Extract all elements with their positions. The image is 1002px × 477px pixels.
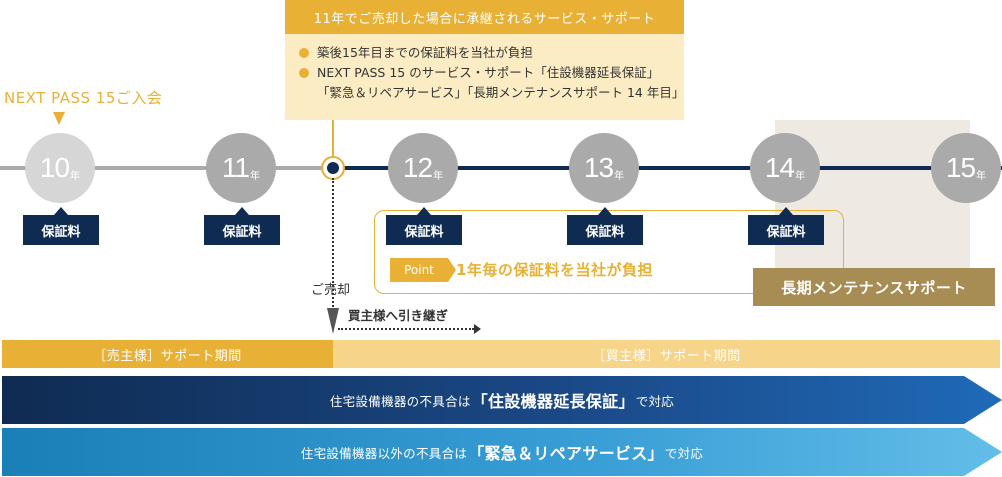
fee-badge-13: 保証料 [567, 207, 643, 245]
year-unit: 年 [250, 170, 261, 182]
year-number: 15 [945, 152, 976, 183]
right-arrow-icon [474, 324, 481, 334]
year-number: 11 [221, 152, 250, 183]
year-number: 14 [764, 152, 795, 183]
sale-label: ご売却 [311, 283, 351, 298]
bullet-dot-icon [299, 48, 309, 58]
year-unit: 年 [795, 170, 806, 182]
callout-line-1: 築後15年目までの保証料を当社が負担 [299, 43, 684, 63]
timeline-future [333, 166, 1002, 170]
year-number: 13 [583, 152, 614, 183]
point-badge: Point [390, 258, 456, 282]
callout-title: 11年でご売却した場合に承継されるサービス・サポート [285, 0, 684, 34]
join-label: NEXT PASS 15ご入会 [4, 89, 163, 107]
band1-post: で対応 [635, 393, 675, 409]
seller-support-period: ［売主様］サポート期間 [2, 340, 333, 368]
band2-pre: 住宅設備機器以外の不具合は [300, 445, 468, 461]
maintenance-support-label: 長期メンテナンスサポート [753, 268, 995, 306]
callout-body: 築後15年目までの保証料を当社が負担 NEXT PASS 15 のサービス・サポ… [285, 34, 684, 120]
warranty-band: 住宅設備機器の不具合は「住設機器延長保証」で対応 [2, 376, 1002, 424]
point-text: 1年毎の保証料を当社が負担 [456, 261, 653, 279]
fee-badge-12: 保証料 [386, 207, 462, 245]
fee-badge-10: 保証料 [23, 207, 99, 245]
bullet-dot-icon [299, 68, 309, 78]
buyer-support-period: ［買主様］サポート期間 [333, 340, 1000, 368]
year-unit: 年 [70, 170, 81, 182]
band1-highlight: 「住設機器延長保証」 [471, 392, 635, 411]
year-unit: 年 [433, 170, 444, 182]
sale-point-marker [321, 156, 345, 180]
callout-line-2b-text: 「緊急＆リペアサービス」「長期メンテナンスサポート 14 年目」 [317, 85, 685, 100]
band1-pre: 住宅設備機器の不具合は [329, 393, 471, 409]
fee-badge-14: 保証料 [748, 207, 824, 245]
timeline-past [0, 166, 333, 170]
down-arrow-icon [53, 112, 65, 125]
handover-line [338, 328, 474, 330]
year-number: 12 [402, 152, 433, 183]
handover-label: 買主様へ引き継ぎ [348, 308, 449, 323]
year-unit: 年 [976, 170, 987, 182]
band2-post: で対応 [664, 445, 704, 461]
repair-band: 住宅設備機器以外の不具合は「緊急＆リペアサービス」で対応 [2, 428, 1002, 476]
callout-line-2a-text: NEXT PASS 15 のサービス・サポート「住設機器延長保証」 [317, 65, 660, 80]
sale-divider-line [332, 178, 334, 326]
callout-line-1-text: 築後15年目までの保証料を当社が負担 [317, 45, 533, 60]
year-number: 10 [39, 152, 70, 183]
callout-connector [332, 120, 334, 160]
year-unit: 年 [614, 170, 625, 182]
fee-badge-11: 保証料 [204, 207, 280, 245]
band2-highlight: 「緊急＆リペアサービス」 [468, 444, 664, 463]
callout-line-2: NEXT PASS 15 のサービス・サポート「住設機器延長保証」 [299, 63, 684, 83]
sale-down-arrow-icon [327, 308, 339, 334]
